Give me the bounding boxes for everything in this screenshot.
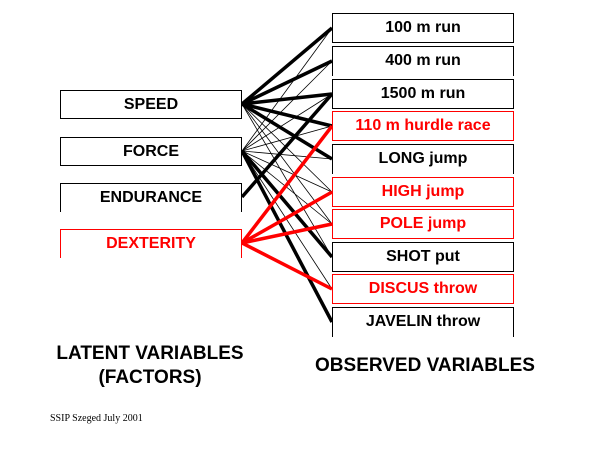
latent-title-line2: (FACTORS) (98, 367, 202, 388)
edge-force-h110 (241, 125, 333, 152)
observed-box-r1500: 1500 m run (332, 79, 514, 109)
edge-force-high (241, 150, 333, 193)
edge-dexterity-pole (241, 222, 333, 245)
latent-title: LATENT VARIABLES (FACTORS) (30, 342, 270, 390)
factor-box-speed: SPEED (60, 90, 242, 119)
edge-dexterity-discus (241, 241, 333, 291)
factor-box-endurance: ENDURANCE (60, 183, 242, 212)
observed-box-discus: DISCUS throw (332, 274, 514, 304)
edge-dexterity-h110 (240, 124, 334, 245)
observed-box-high: HIGH jump (332, 177, 514, 207)
observed-box-r400: 400 m run (332, 46, 514, 76)
edge-force-r400 (241, 60, 333, 152)
observed-box-javelin: JAVELIN throw (332, 307, 514, 337)
edge-force-r1500 (241, 93, 333, 152)
edge-force-shot (240, 149, 334, 259)
latent-title-line1: LATENT VARIABLES (56, 343, 244, 364)
edge-speed-long (241, 102, 333, 161)
factor-box-force: FORCE (60, 137, 242, 166)
observed-box-shot: SHOT put (332, 242, 514, 272)
observed-box-long: LONG jump (332, 144, 514, 174)
edge-speed-r100 (240, 26, 334, 106)
edge-force-r100 (241, 27, 333, 152)
edge-endurance-r1500 (240, 92, 334, 199)
edge-force-discus (241, 150, 333, 290)
observed-title: OBSERVED VARIABLES (315, 355, 535, 376)
edge-speed-h110 (241, 102, 333, 128)
edge-force-pole (241, 150, 333, 225)
edge-speed-shot (241, 103, 333, 258)
footer-credit: SSIP Szeged July 2001 (50, 413, 143, 424)
edge-speed-r1500 (241, 92, 333, 106)
edge-speed-r400 (241, 59, 333, 106)
observed-box-h110: 110 m hurdle race (332, 111, 514, 141)
edge-dexterity-high (241, 190, 333, 245)
factor-box-dexterity: DEXTERITY (60, 229, 242, 258)
observed-box-pole: POLE jump (332, 209, 514, 239)
edge-force-long (241, 150, 333, 160)
edge-speed-pole (241, 103, 333, 225)
observed-box-r100: 100 m run (332, 13, 514, 43)
